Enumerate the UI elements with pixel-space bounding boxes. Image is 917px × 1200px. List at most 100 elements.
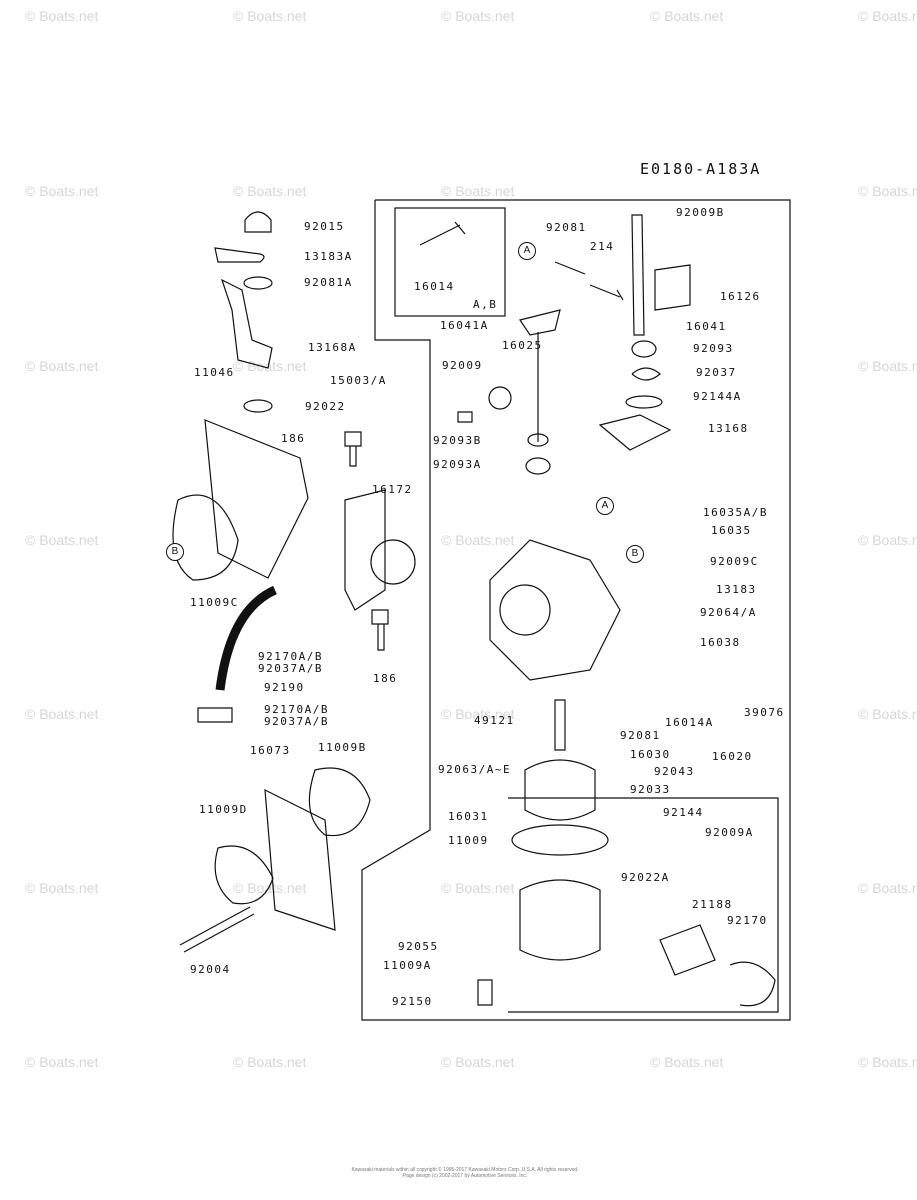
gasket-11009d-shape	[214, 845, 274, 905]
part-label: 92037	[696, 366, 737, 379]
part-label: 16038	[700, 636, 741, 649]
part-label: 16126	[720, 290, 761, 303]
screw-16014-shape	[419, 221, 466, 246]
part-label: 92093A	[433, 458, 482, 471]
insulator-16073-shape	[264, 788, 336, 931]
part-label: 16025	[502, 339, 543, 352]
bolt-186-shape	[344, 431, 362, 467]
part-label: 21188	[692, 898, 733, 911]
callout-a: A	[518, 242, 536, 260]
part-label: A,B	[473, 298, 498, 311]
watermark: © Boats.net	[25, 532, 99, 548]
part-label: 16172	[372, 483, 413, 496]
part-label: 13168	[708, 422, 749, 435]
part-label: 214	[590, 240, 615, 253]
part-label: 92043	[654, 765, 695, 778]
part-label: 16035	[711, 524, 752, 537]
part-label: 16020	[712, 750, 753, 763]
lever-16041-shape	[631, 214, 645, 336]
bracket-13168a-shape	[220, 278, 273, 369]
seal-92093a-shape	[525, 457, 551, 475]
part-label: 11009	[448, 834, 489, 847]
part-label: 11009B	[318, 741, 367, 754]
lever-16041a-shape	[519, 309, 561, 442]
watermark: © Boats.net	[441, 532, 515, 548]
plate-11046-shape	[204, 419, 309, 579]
watermark: © Boats.net	[858, 1054, 917, 1070]
watermark: © Boats.net	[858, 183, 917, 199]
part-label: 92144	[663, 806, 704, 819]
diagram-code: E0180-A183A	[640, 160, 762, 178]
callout-b: B	[626, 545, 644, 563]
spring-92081-shape	[554, 261, 586, 275]
part-label: 49121	[474, 714, 515, 727]
inset-box-16020	[508, 797, 779, 1013]
part-label: 92150	[392, 995, 433, 1008]
nozzle-49121-shape	[554, 699, 566, 751]
part-label: 16073	[250, 744, 291, 757]
clip-92037-shape	[631, 367, 661, 381]
washer-92022-shape	[243, 399, 273, 413]
part-label: 92144A	[693, 390, 742, 403]
part-label: 92009	[442, 359, 483, 372]
carburetor-bore-shape	[499, 584, 551, 636]
oring-11009-shape	[511, 824, 609, 856]
part-label: 92081A	[304, 276, 353, 289]
part-label: 11009A	[383, 959, 432, 972]
part-label: 16041	[686, 320, 727, 333]
watermark: © Boats.net	[25, 183, 99, 199]
part-label: 16014	[414, 280, 455, 293]
watermark: © Boats.net	[650, 8, 724, 24]
watermark: © Boats.net	[441, 8, 515, 24]
watermark: © Boats.net	[233, 183, 307, 199]
valve-16025-shape	[488, 386, 512, 410]
part-label: 16014A	[665, 716, 714, 729]
part-label: 92170	[727, 914, 768, 927]
copyright-notice: Kawasaki materials within all copyright …	[351, 1167, 579, 1179]
bowl-assembly-shape	[519, 879, 601, 961]
clamp-92170-shape	[197, 707, 233, 723]
plate-13183a-shape	[214, 247, 265, 263]
part-label: 13183A	[304, 250, 353, 263]
part-label: 11046	[194, 366, 235, 379]
screw-214-shape	[589, 284, 624, 301]
watermark: © Boats.net	[25, 358, 99, 374]
part-label: 92015	[304, 220, 345, 233]
cap-nut-shape	[244, 211, 272, 233]
plate-16126-shape	[654, 264, 691, 311]
part-label: 92093B	[433, 434, 482, 447]
part-label: 92064/A	[700, 606, 757, 619]
part-label: 92037A/B	[264, 715, 329, 728]
gasket-11009c-shape	[172, 494, 239, 581]
watermark: © Boats.net	[858, 880, 917, 896]
part-label: 92081	[546, 221, 587, 234]
watermark: © Boats.net	[441, 183, 515, 199]
watermark: © Boats.net	[858, 358, 917, 374]
part-label: 16031	[448, 810, 489, 823]
part-label: 92190	[264, 681, 305, 694]
part-label: 92033	[630, 783, 671, 796]
watermark: © Boats.net	[858, 706, 917, 722]
part-label: 39076	[744, 706, 785, 719]
part-label: 92055	[398, 940, 439, 953]
watermark: © Boats.net	[858, 532, 917, 548]
stud-92004-shape	[179, 906, 255, 953]
bracket-13168-shape	[598, 414, 672, 451]
watermark: © Boats.net	[233, 8, 307, 24]
part-label: 186	[373, 672, 398, 685]
gasket-11009b-shape	[308, 767, 371, 837]
part-label: 92093	[693, 342, 734, 355]
part-label: 92170A/B	[258, 650, 323, 663]
washer-92081a-shape	[243, 276, 273, 290]
part-label: 92037A/B	[258, 662, 323, 675]
part-label: 92063/A~E	[438, 763, 512, 776]
carburetor-body-shape	[489, 539, 621, 681]
part-label: 92009A	[705, 826, 754, 839]
part-label: 92022	[305, 400, 346, 413]
watermark: © Boats.net	[25, 8, 99, 24]
solenoid-16172-shape	[370, 539, 416, 585]
bolt-92150-shape	[477, 979, 493, 1006]
part-label: 13183	[716, 583, 757, 596]
callout-b: B	[166, 543, 184, 561]
